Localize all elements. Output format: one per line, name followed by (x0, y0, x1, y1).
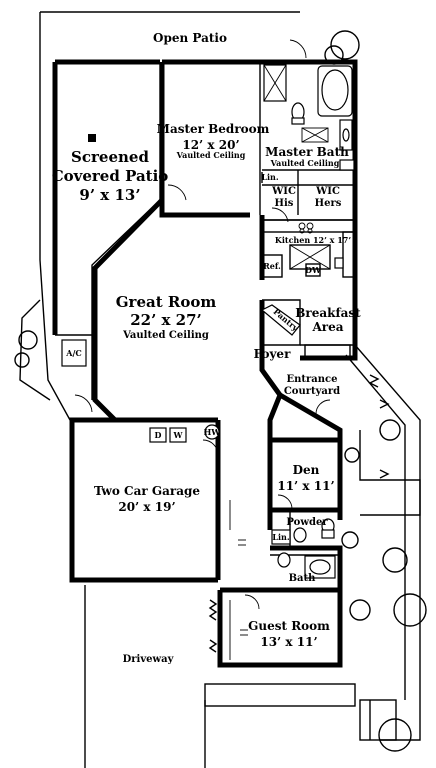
master-bath-note: Vaulted Ceiling (270, 158, 340, 168)
kitchen-label: Kitchen 12’ x 17’ (275, 235, 351, 245)
screened-patio-label-2: Covered Patio (52, 167, 169, 185)
master-bedroom-label: Master Bedroom (157, 122, 270, 136)
bath-label: Bath (289, 573, 317, 584)
guest-room-label: Guest Room (248, 619, 330, 633)
open-patio-label: Open Patio (153, 31, 227, 45)
screened-patio-label-1: Screened (71, 148, 149, 166)
powder-label: Powder (286, 517, 328, 528)
dryer-label: D (155, 430, 162, 440)
kitchen-fixtures (260, 219, 356, 336)
exterior-walls (69, 59, 358, 668)
ac-label: A/C (65, 348, 82, 358)
master-bedroom-note: Vaulted Ceiling (176, 150, 246, 160)
bath-fixtures (271, 518, 336, 579)
garage-label: Two Car Garage (94, 484, 200, 498)
wic-his-label-1: WIC (271, 186, 296, 197)
master-bath-fixtures (263, 64, 355, 171)
driveway-label: Driveway (123, 654, 175, 665)
great-room-label: Great Room (116, 293, 217, 311)
wic-his-label-2: His (275, 198, 294, 209)
landscape (14, 30, 427, 752)
door-swings (74, 39, 331, 610)
property-lines (19, 11, 421, 768)
breakfast-label-1: Breakfast (295, 306, 361, 320)
closet-marks (229, 500, 248, 660)
ac-unit (61, 339, 87, 367)
lin-upper-label: Lin. (261, 172, 278, 182)
guest-room-size: 13’ x 11’ (260, 635, 317, 649)
great-room-note: Vaulted Ceiling (122, 330, 209, 341)
foyer-label: Foyer (254, 347, 291, 361)
entrance-courtyard-label-2: Courtyard (284, 386, 340, 397)
master-bedroom-size: 12’ x 20’ (182, 138, 239, 152)
garage-fixtures (149, 424, 220, 443)
breakfast-label-2: Area (311, 320, 343, 334)
ref-label: Ref. (263, 261, 281, 271)
great-room-size: 22’ x 27’ (130, 311, 202, 329)
wic-hers-label-1: WIC (315, 186, 340, 197)
patio-post-marker (88, 134, 96, 142)
dw-label: DW (305, 265, 322, 275)
garage-size: 20’ x 19’ (118, 500, 175, 514)
washer-label: W (173, 430, 184, 440)
den-size: 11’ x 11’ (277, 479, 334, 493)
master-bath-label: Master Bath (265, 145, 349, 159)
lin-lower-label: Lin. (272, 532, 289, 542)
wic-hers-label-2: Hers (315, 198, 342, 209)
den-label: Den (293, 463, 320, 477)
screened-patio-size: 9’ x 13’ (79, 186, 140, 204)
water-heater-label: HW (204, 427, 222, 437)
entrance-courtyard-label-1: Entrance (287, 374, 338, 385)
